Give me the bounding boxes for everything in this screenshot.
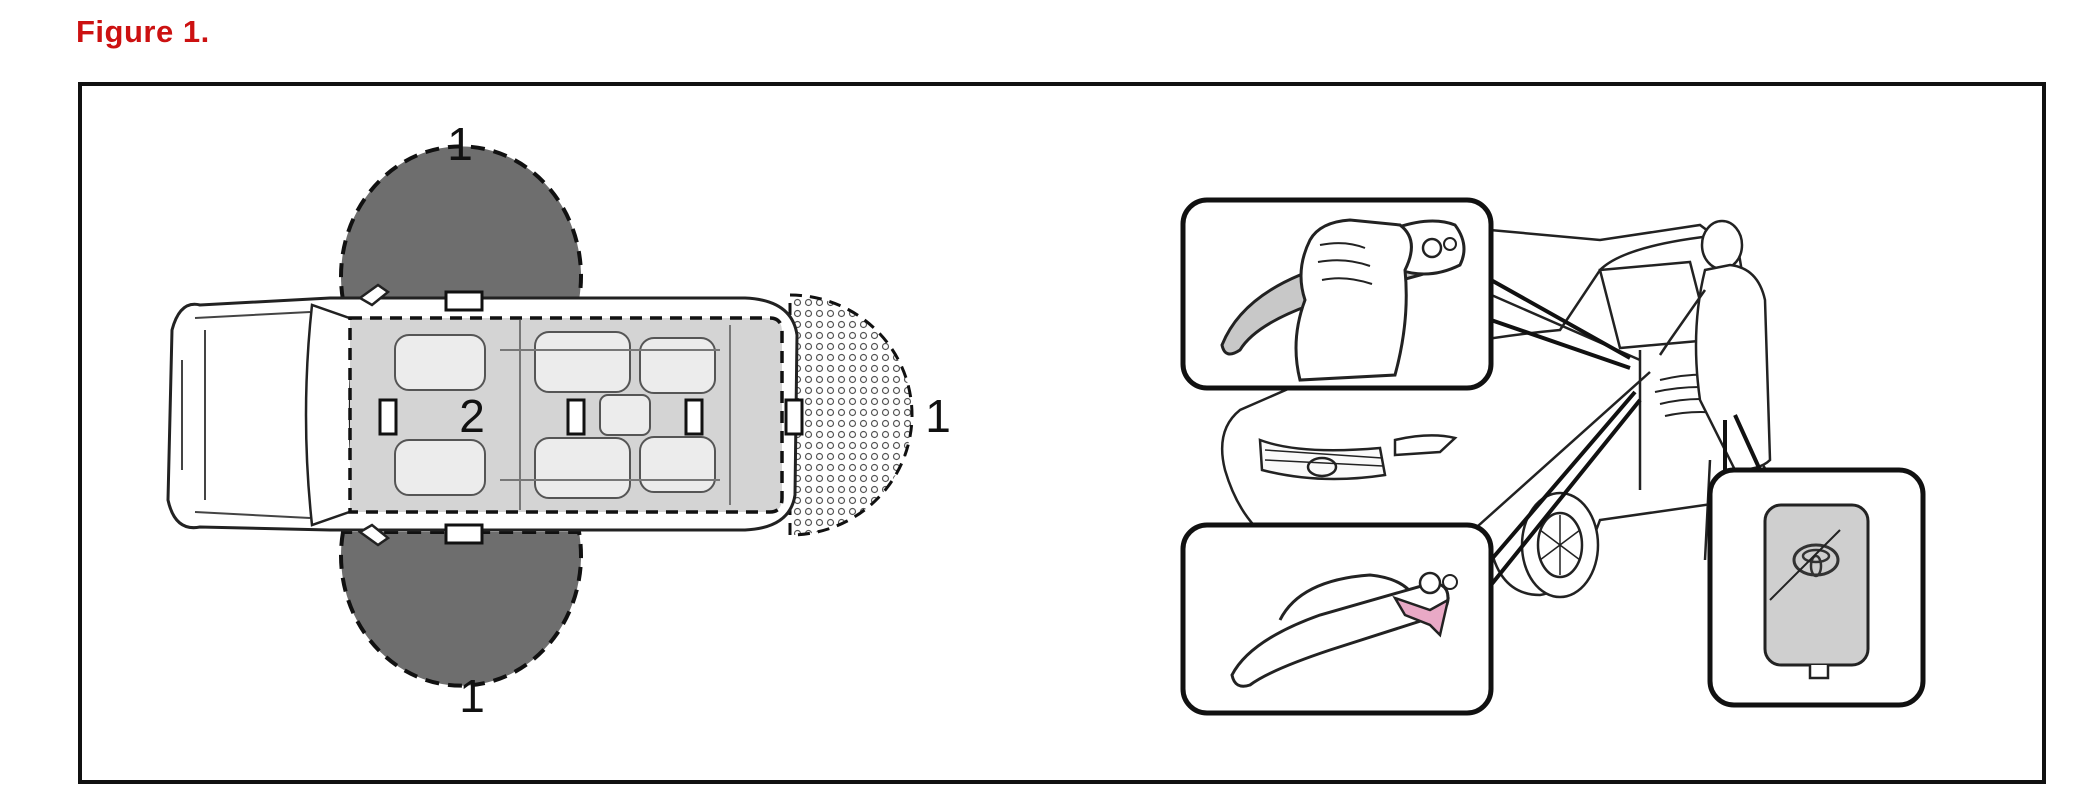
car-top-view: 1 1 1 2 [166,118,951,722]
press-arrow-icon [1392,595,1450,638]
zone-label-bottom: 1 [459,670,485,722]
zone-label-cabin: 2 [459,390,485,442]
antenna-front-right [444,523,484,545]
smart-key-fob [1707,467,1926,708]
antenna-front-cabin [378,398,398,436]
door-handle-grip-inset [1180,197,1494,391]
antenna-mid-cabin [566,398,586,436]
antenna-rear-bumper [784,398,804,436]
antenna-front-left [444,290,484,312]
antenna-rear-cabin [684,398,704,436]
callout-connectors [1489,278,1762,587]
door-handle-button-inset [1180,522,1494,716]
zone-label-top: 1 [447,118,473,170]
detection-zone-upper [339,144,583,302]
diagram-frame [78,82,2046,784]
figure-title: Figure 1. [76,14,210,49]
detection-zone-rear [788,293,914,537]
detection-zone-lower [339,530,583,688]
zone-label-rear: 1 [925,390,951,442]
